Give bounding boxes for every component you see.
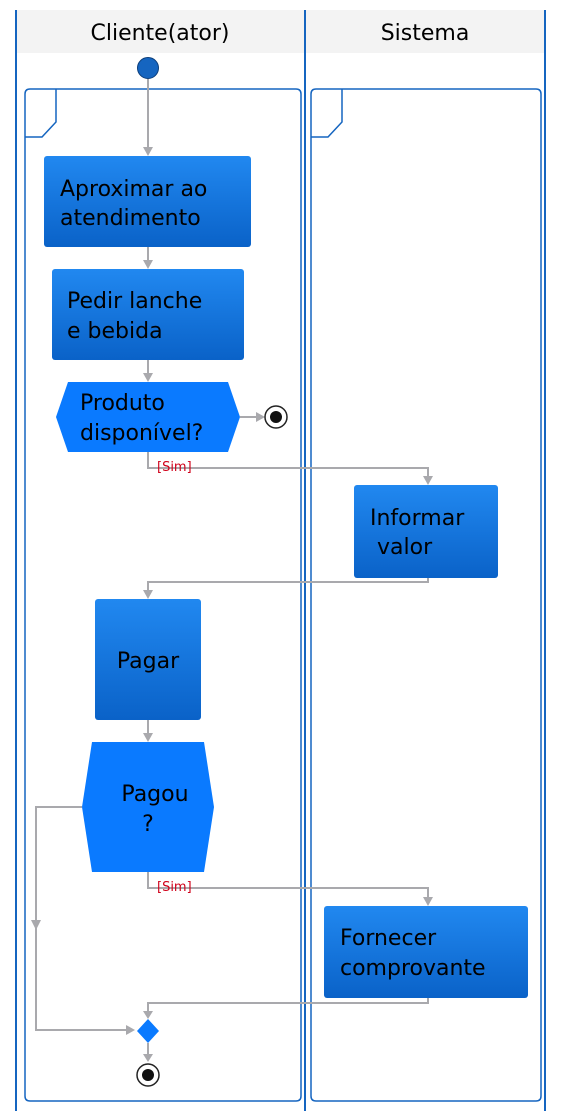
lane-title-cliente: Cliente(ator) [90, 21, 229, 46]
frame-sistema [310, 88, 542, 1102]
guard-produto-sim: [Sim] [157, 460, 192, 475]
decision-produto-line-1: Produto [80, 391, 165, 416]
decision-pagou-line-1: Pagou [121, 782, 188, 807]
activity-informar-line-2: valor [370, 535, 433, 560]
activity-pagar-line-1: Pagar [117, 649, 180, 674]
activity-pagar: Pagar [95, 599, 201, 720]
activity-fornecer-line-2: comprovante [340, 956, 486, 981]
decision-pagou: Pagou ? [82, 742, 214, 872]
activity-informar: Informar valor [354, 485, 498, 578]
frame-sistema-tab [311, 89, 343, 138]
end-node-produto [264, 405, 288, 429]
start-node [137, 57, 159, 79]
lane-header-sistema [305, 10, 545, 53]
activity-aproximar: Aproximar ao atendimento [44, 156, 251, 247]
end-node-final [136, 1063, 160, 1087]
activity-fornecer-line-1: Fornecer [340, 926, 437, 951]
guard-pagou-sim: [Sim] [157, 880, 192, 895]
merge-node [137, 1019, 159, 1043]
decision-produto-disponivel: Produto disponível? [56, 382, 240, 452]
activity-fornecer: Fornecer comprovante [324, 906, 528, 998]
activity-informar-line-1: Informar [370, 506, 465, 531]
activity-pedir-line-1: Pedir lanche [67, 289, 202, 314]
activity-aproximar-line-1: Aproximar ao [60, 177, 207, 202]
decision-produto-line-2: disponível? [80, 421, 203, 446]
activity-pedir: Pedir lanche e bebida [52, 269, 244, 360]
activity-aproximar-line-2: atendimento [60, 206, 201, 231]
decision-pagou-line-2: ? [142, 812, 154, 837]
activity-pedir-line-2: e bebida [67, 319, 163, 344]
lane-header-cliente [16, 10, 305, 53]
frame-cliente [24, 88, 302, 1102]
frame-cliente-tab [25, 89, 57, 138]
flow-lines [31, 79, 433, 1062]
lane-title-sistema: Sistema [381, 21, 470, 46]
